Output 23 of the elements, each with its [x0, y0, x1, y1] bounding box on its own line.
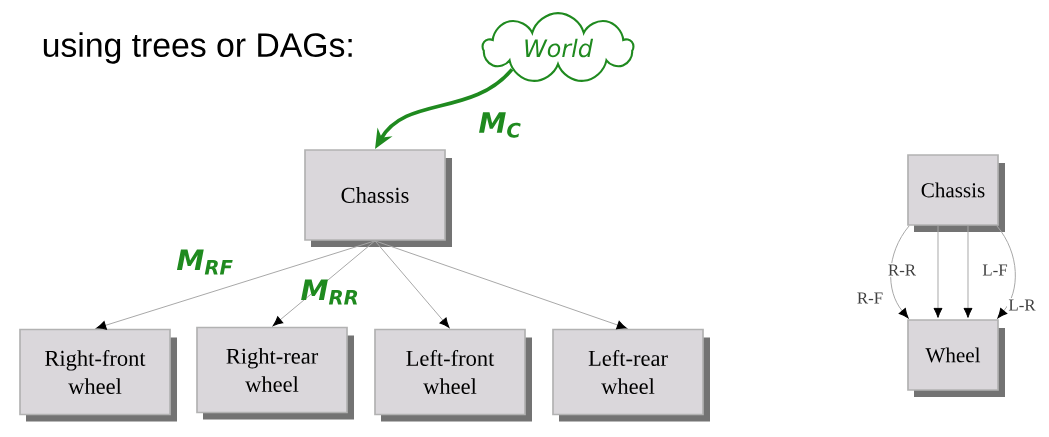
edge-label: M$_{C}$ [479, 112, 521, 138]
process-box: Left-front wheel [374, 328, 532, 422]
edge-label: M$_{RF}$ [176, 249, 233, 275]
arrow [996, 225, 1016, 319]
process-box: Right-rear wheel [196, 326, 354, 420]
edge-label: R-F [857, 292, 883, 304]
arrow [374, 240, 450, 328]
process-box: Left-rear wheel [552, 328, 710, 422]
arrow [96, 240, 376, 330]
heading: using trees or DAGs: [43, 32, 352, 64]
arrow [374, 240, 627, 330]
process-box: Chassis [907, 154, 1005, 232]
edge-label: L-F [982, 264, 1008, 276]
arrow [272, 240, 376, 326]
arrow [963, 225, 973, 318]
edge-label: M$_{RR}$ [301, 279, 358, 305]
process-box: Wheel [907, 319, 1005, 397]
arrow [933, 225, 943, 318]
process-box: Chassis [304, 149, 452, 247]
edge-label: L-R [1008, 299, 1036, 311]
process-box: Right-front wheel [19, 328, 177, 422]
edge-label: R-R [888, 264, 917, 276]
cloud: World [481, 12, 635, 82]
